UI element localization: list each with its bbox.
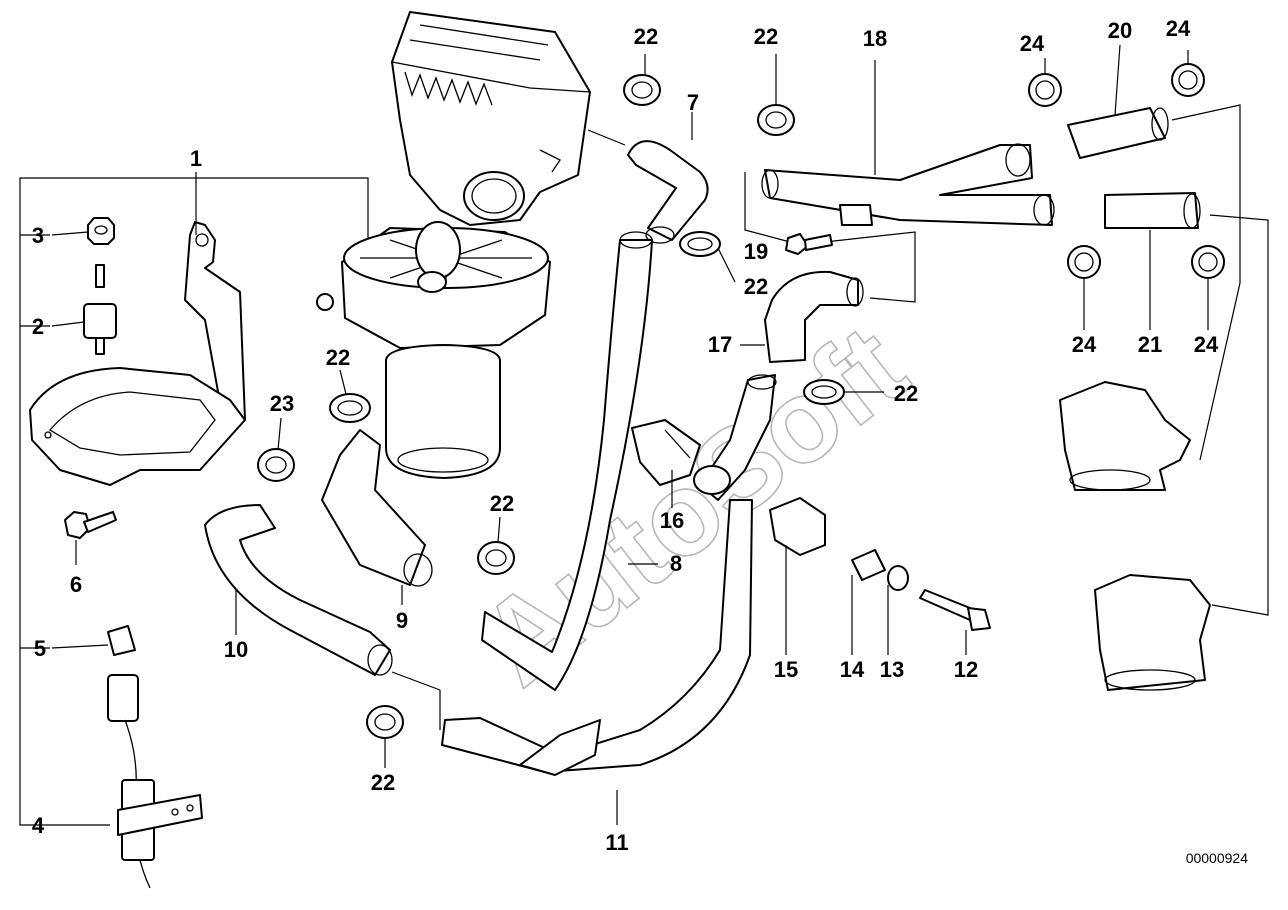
- bolt-19: [785, 233, 833, 255]
- hose-clamp-23: [257, 448, 295, 482]
- air-valve-upper: [1059, 381, 1191, 491]
- callout-11: 11: [605, 830, 628, 855]
- group-bracket-19: [744, 172, 916, 303]
- callout-19: 19: [744, 239, 768, 264]
- callout-2: 2: [32, 314, 44, 339]
- callout-22-e: 22: [894, 381, 918, 406]
- hose-17: [764, 270, 864, 363]
- callout-22-a: 22: [634, 24, 658, 49]
- callout-22-b: 22: [754, 24, 778, 49]
- callout-18: 18: [863, 26, 887, 51]
- pipe-18: [761, 143, 1055, 226]
- hose-21: [1104, 192, 1201, 229]
- hose-8: [481, 231, 653, 691]
- callout-15: 15: [774, 657, 798, 682]
- rubber-mount-2: [83, 264, 117, 355]
- callout-9: 9: [396, 608, 408, 633]
- leader-lines: [51, 44, 1209, 825]
- callout-10: 10: [224, 637, 248, 662]
- hose-clamp-24-c: [1067, 245, 1101, 279]
- hose-clamp-22-a: [623, 74, 661, 106]
- hose-clamp-24-a: [1028, 73, 1062, 107]
- check-valve-16: [631, 419, 701, 486]
- callout-24-a: 24: [1020, 31, 1045, 56]
- hose-clamp-22-b: [757, 104, 795, 136]
- air-filter-housing: [391, 11, 591, 226]
- callout-8: 8: [670, 551, 682, 576]
- heat-shield: [29, 367, 246, 486]
- air-valve-lower: [1094, 574, 1211, 691]
- callout-12: 12: [954, 657, 978, 682]
- callout-22-c: 22: [744, 274, 768, 299]
- callout-13: 13: [880, 657, 904, 682]
- callout-17: 17: [708, 332, 732, 357]
- hose-clamp-22-c: [679, 231, 721, 257]
- callout-24-b: 24: [1166, 16, 1191, 41]
- sleeve-14: [851, 549, 886, 581]
- group-bracket-left: [19, 177, 369, 826]
- callouts: 1 2 3 4 5 6 7 8 9 10 11 12 13 14 15 16 1…: [32, 16, 1219, 855]
- callout-3: 3: [32, 223, 44, 248]
- callout-23: 23: [270, 391, 294, 416]
- switch-15: [769, 497, 826, 556]
- hose-clamp-22-e: [803, 379, 845, 405]
- pipe-valve-outlet: [693, 374, 777, 501]
- callout-14: 14: [840, 657, 865, 682]
- hose-clamp-24-b: [1171, 63, 1205, 97]
- hose-clamp-24-d: [1191, 245, 1225, 279]
- nut-3: [87, 217, 115, 245]
- hose-clamp-22-d: [329, 393, 371, 423]
- bolt-6: [64, 511, 117, 539]
- group-bracket-right: [1171, 104, 1269, 616]
- screw-12: [919, 589, 991, 631]
- callout-22-g: 22: [371, 770, 395, 795]
- sensor-4: [107, 674, 203, 889]
- callout-5: 5: [34, 636, 46, 661]
- washer-13: [887, 565, 909, 591]
- hose-clamp-22-g: [366, 705, 404, 739]
- callout-4: 4: [32, 813, 45, 838]
- callout-6: 6: [70, 572, 82, 597]
- hose-clamp-22-f: [477, 541, 515, 575]
- pipe-11: [441, 499, 753, 776]
- callout-7: 7: [687, 90, 699, 115]
- diagram-id: 00000924: [1186, 850, 1249, 866]
- secondary-air-pump: [316, 221, 551, 479]
- hose-20: [1067, 107, 1169, 159]
- callout-24-c: 24: [1072, 332, 1097, 357]
- hose-10: [204, 504, 393, 676]
- bracket-part-1: [184, 221, 246, 431]
- callout-16: 16: [660, 508, 684, 533]
- hose-9: [321, 429, 433, 587]
- callout-1: 1: [190, 146, 202, 171]
- callout-20: 20: [1108, 18, 1132, 43]
- callout-22-f: 22: [490, 491, 514, 516]
- clip-5: [107, 625, 136, 656]
- callout-21: 21: [1138, 332, 1162, 357]
- callout-24-d: 24: [1194, 332, 1219, 357]
- callout-22-d: 22: [326, 345, 350, 370]
- hose-7: [627, 140, 709, 244]
